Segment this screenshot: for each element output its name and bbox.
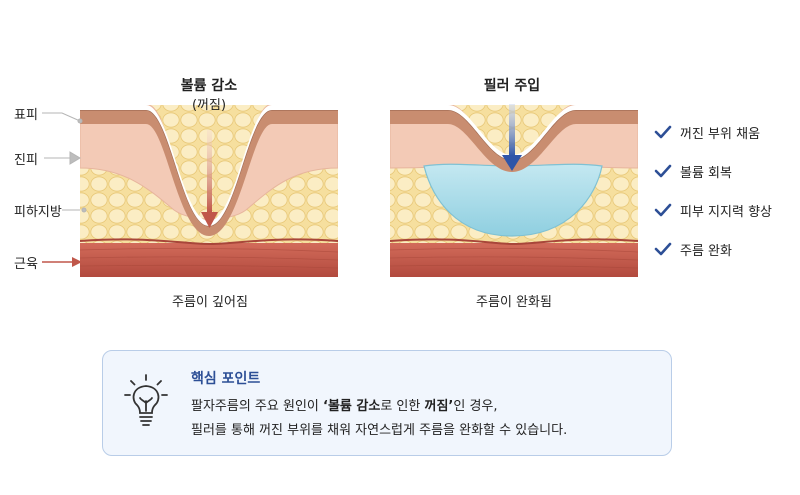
check-icon xyxy=(654,164,672,178)
benefit-item: 꺼진 부위 채움 xyxy=(654,122,772,142)
benefit-list: 꺼진 부위 채움 볼륨 회복 피부 지지력 향상 주름 완화 xyxy=(654,122,772,278)
benefit-item: 볼륨 회복 xyxy=(654,161,772,181)
text-segment: ’ xyxy=(448,399,454,414)
right-epidermis-layer xyxy=(390,110,638,172)
layer-leader-lines xyxy=(42,112,87,213)
key-point-box: 핵심 포인트 팔자주름의 주요 원인이 ‘볼륨 감소로 인한 꺼짐’인 경우, … xyxy=(102,350,672,456)
right-skin-cross-section xyxy=(390,105,638,277)
left-epidermis-layer xyxy=(80,110,338,236)
text-segment: 팔자주름의 주요 원인이 xyxy=(191,399,323,414)
right-panel-title: 필러 주입 xyxy=(483,78,541,94)
text-segment: 인 경우, xyxy=(453,399,498,414)
label-dermis: 진피 xyxy=(14,153,38,168)
label-muscle: 근육 xyxy=(14,257,38,272)
emphasis-sagging: 꺼짐 xyxy=(424,399,449,414)
benefit-label: 주름 완화 xyxy=(680,243,732,259)
text-segment: 로 인한 xyxy=(380,399,425,414)
check-icon xyxy=(654,203,672,217)
right-caption: 주름이 완화됨 xyxy=(476,295,552,310)
left-panel-title: 볼륨 감소 xyxy=(180,78,238,94)
check-icon xyxy=(654,125,672,139)
volume-loss-arrow xyxy=(207,130,212,212)
left-caption: 주름이 깊어짐 xyxy=(172,295,248,310)
benefit-item: 주름 완화 xyxy=(654,239,772,259)
key-point-line-1: 팔자주름의 주요 원인이 ‘볼륨 감소로 인한 꺼짐’인 경우, xyxy=(191,395,498,414)
label-epidermis: 표피 xyxy=(14,108,38,123)
text-segment: ‘ xyxy=(323,399,328,414)
left-panel-subtitle: (꺼짐) xyxy=(191,98,227,113)
emphasis-volume-loss: 볼륨 감소 xyxy=(327,399,381,414)
label-subcutaneous-fat: 피하지방 xyxy=(14,205,62,220)
lightbulb-icon xyxy=(124,374,168,426)
check-icon xyxy=(654,242,672,256)
filler-injection-arrow xyxy=(509,104,515,156)
benefit-label: 볼륨 회복 xyxy=(680,165,732,181)
benefit-label: 피부 지지력 향상 xyxy=(680,204,772,220)
filler-volume xyxy=(423,163,603,237)
key-point-line-2: 필러를 통해 꺼진 부위를 채워 자연스럽게 주름을 완화할 수 있습니다. xyxy=(191,423,568,438)
benefit-item: 피부 지지력 향상 xyxy=(654,200,772,220)
key-point-title: 핵심 포인트 xyxy=(191,371,261,387)
benefit-label: 꺼진 부위 채움 xyxy=(680,126,761,142)
